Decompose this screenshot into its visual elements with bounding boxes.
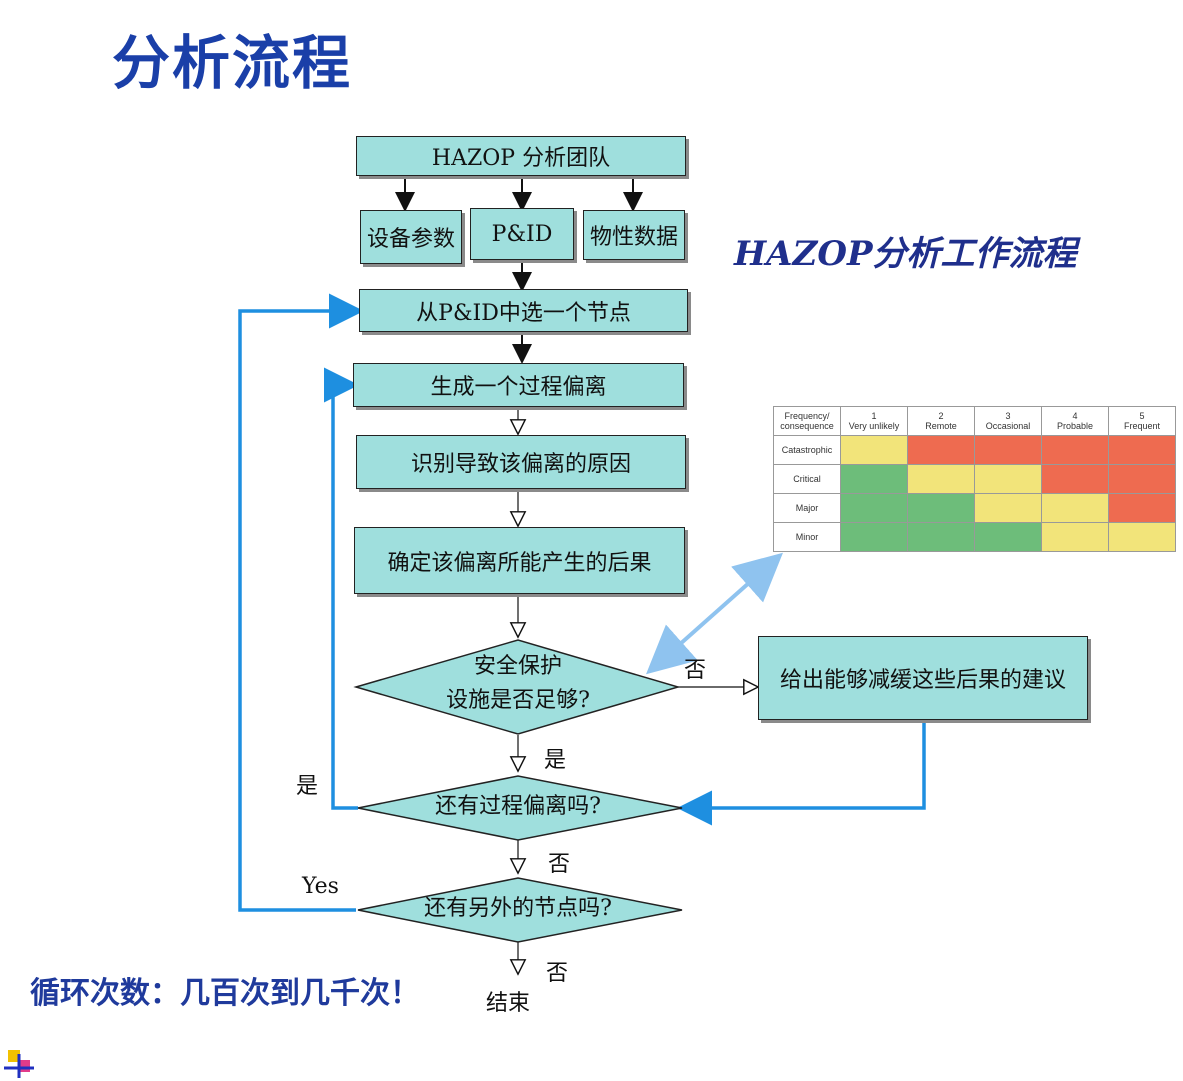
page-title: 分析流程	[112, 29, 353, 97]
diagram-subtitle: HAZOP分析工作流程	[734, 234, 1077, 274]
no-label-node: 否	[546, 961, 569, 986]
loop-count-note: 循环次数：几百次到几千次！	[30, 976, 420, 1011]
pid-box: P&ID	[470, 208, 574, 260]
matrix-corner-header: Frequency/ consequence	[773, 406, 841, 436]
safeguard-decision-label: 安全保护 设施是否足够?	[418, 650, 618, 718]
matrix-risk-cell	[974, 435, 1042, 465]
safeguard-line2: 设施是否足够?	[446, 688, 590, 713]
hazop-team-box: HAZOP 分析团队	[356, 136, 686, 176]
matrix-risk-cell	[840, 493, 908, 523]
no-label-safeguard: 否	[684, 658, 707, 683]
matrix-risk-cell	[974, 522, 1042, 552]
matrix-risk-cell	[1041, 435, 1109, 465]
matrix-risk-cell	[1041, 464, 1109, 494]
matrix-risk-cell	[1041, 522, 1109, 552]
matrix-risk-cell	[974, 464, 1042, 494]
yes-label-deviation: 是	[296, 774, 319, 799]
matrix-risk-cell	[907, 493, 975, 523]
safeguard-line1: 安全保护	[473, 654, 562, 679]
equipment-params-box: 设备参数	[360, 210, 462, 264]
end-label: 结束	[486, 991, 531, 1016]
matrix-risk-cell	[1041, 493, 1109, 523]
no-label-deviation: 否	[548, 852, 571, 877]
more-deviation-decision-label: 还有过程偏离吗?	[435, 794, 601, 819]
matrix-risk-cell	[840, 435, 908, 465]
yes-label-safeguard: 是	[544, 748, 567, 773]
generate-deviation-box: 生成一个过程偏离	[353, 363, 684, 407]
matrix-row-header: Critical	[773, 464, 841, 494]
identify-cause-box: 识别导致该偏离的原因	[356, 435, 686, 489]
matrix-risk-cell	[1108, 493, 1176, 523]
matrix-risk-cell	[840, 522, 908, 552]
matrix-row-header: Major	[773, 493, 841, 523]
recommendation-box: 给出能够减缓这些后果的建议	[758, 636, 1088, 720]
matrix-risk-cell	[1108, 522, 1176, 552]
matrix-risk-cell	[974, 493, 1042, 523]
select-node-box: 从P&ID中选一个节点	[359, 289, 688, 332]
matrix-risk-cell	[907, 435, 975, 465]
determine-consequence-box: 确定该偏离所能产生的后果	[354, 527, 685, 594]
yes-label-node: Yes	[302, 874, 339, 899]
matrix-row-header: Minor	[773, 522, 841, 552]
matrix-risk-cell	[1108, 464, 1176, 494]
matrix-row-header: Catastrophic	[773, 435, 841, 465]
slide-bullet-icon	[4, 1050, 34, 1078]
physical-properties-box: 物性数据	[583, 210, 685, 260]
more-node-decision-label: 还有另外的节点吗?	[424, 896, 612, 921]
matrix-risk-cell	[907, 522, 975, 552]
matrix-risk-cell	[1108, 435, 1176, 465]
matrix-risk-cell	[907, 464, 975, 494]
matrix-risk-cell	[840, 464, 908, 494]
